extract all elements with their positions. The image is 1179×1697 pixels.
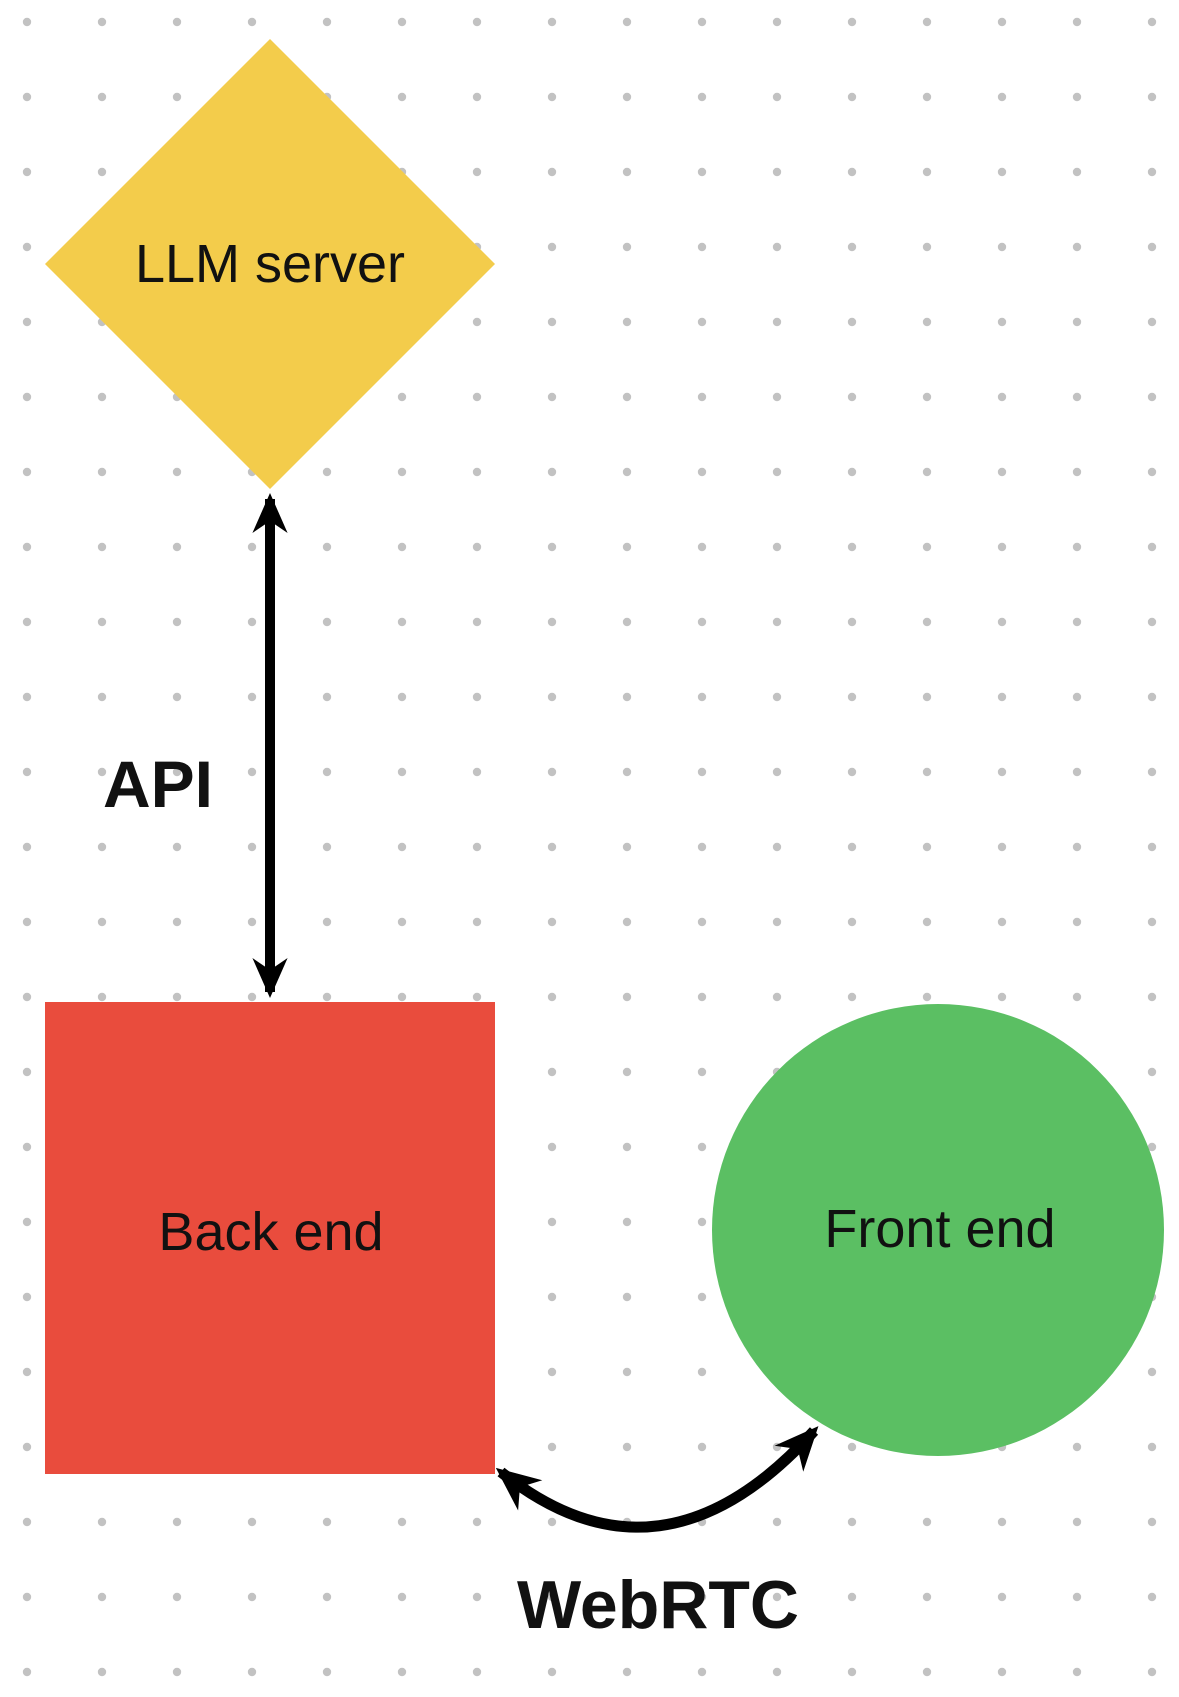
node-back-end-label: Back end <box>158 1202 383 1262</box>
node-front-end-label: Front end <box>824 1199 1055 1259</box>
node-llm-server-label: LLM server <box>135 234 405 294</box>
node-llm-server[interactable] <box>45 39 495 489</box>
node-front-end[interactable] <box>712 1004 1164 1456</box>
webrtc-connector[interactable] <box>495 1426 819 1533</box>
node-back-end[interactable] <box>45 1002 495 1474</box>
webrtc-connector-label: WebRTC <box>517 1567 799 1643</box>
api-connector-label: API <box>103 747 213 821</box>
